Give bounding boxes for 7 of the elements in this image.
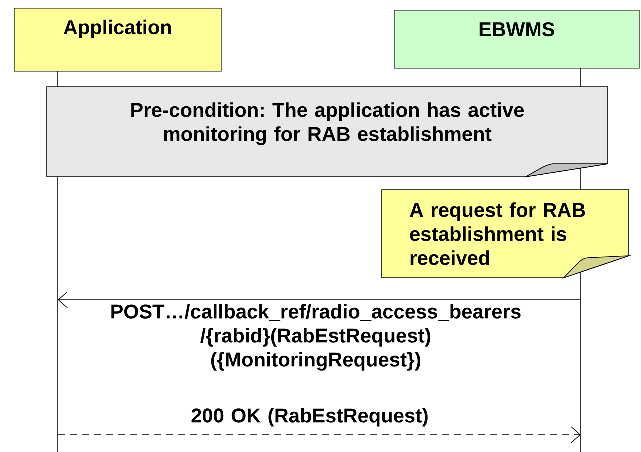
participant-box: EBWMS (394, 10, 640, 69)
participant-box: Application (14, 8, 222, 72)
arrow (58, 426, 581, 444)
edge-label: POST…/callback_ref/radio_access_bearers /{rabid}(RabEstRequest) ({MonitoringRequest}) (112, 304, 521, 371)
arrow (58, 292, 582, 308)
note: Pre-condition: The application has active monitoring for RAB establishment (46, 86, 608, 178)
edge-label: 200 OK (RabEstRequest) (192, 408, 428, 427)
